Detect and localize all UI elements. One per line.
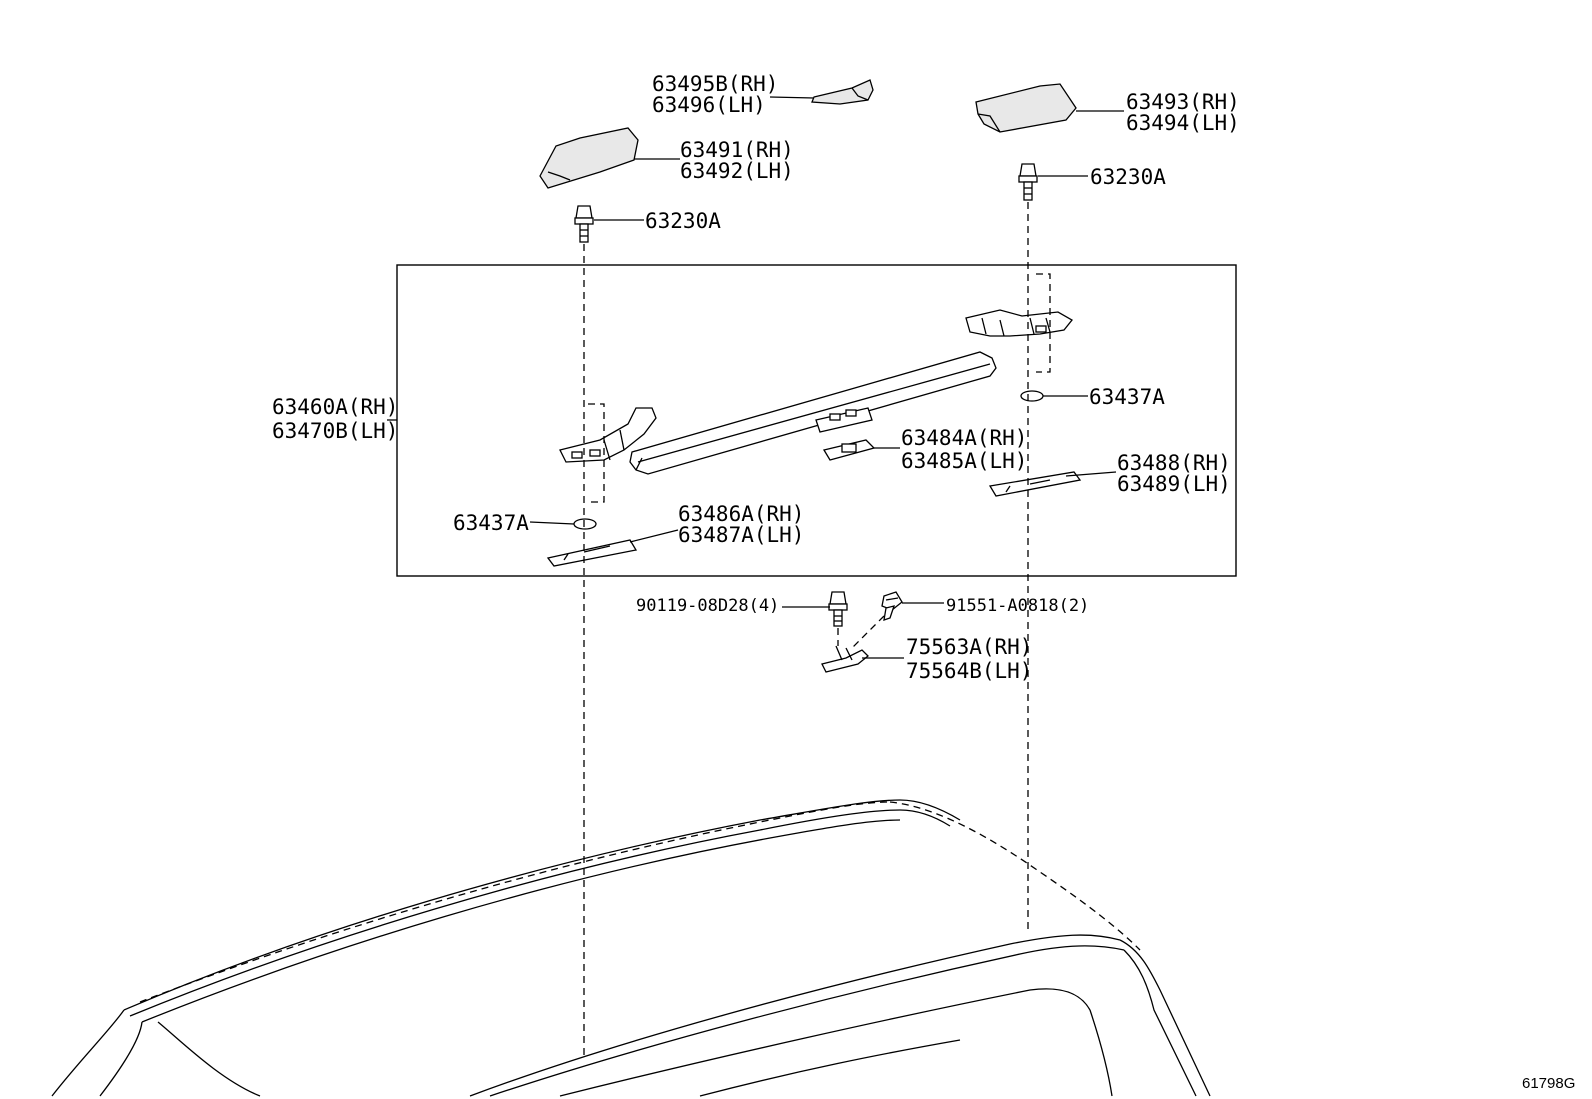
part-63486a-pad [546, 539, 638, 567]
part-63488-pad [988, 471, 1082, 497]
label-63495b: 63495B(RH) [652, 72, 778, 96]
screw-91551 [881, 591, 903, 621]
washer-63437a-right [1020, 390, 1044, 402]
leader-63486a [629, 529, 679, 543]
label-63230a-right: 63230A [1090, 165, 1166, 189]
leader-63488 [1065, 471, 1117, 477]
label-63496: 63496(LH) [652, 93, 766, 117]
part-rail-clip [815, 407, 873, 433]
part-63491-end-cover [539, 127, 639, 189]
diagram-reference-code: 61798G [1522, 1075, 1575, 1092]
washer-63437a-left [573, 518, 597, 530]
label-63489: 63489(LH) [1117, 472, 1231, 496]
bolt-63230a-left [574, 205, 594, 243]
label-90119: 90119-08D28(4) [636, 596, 779, 616]
label-63230a-left: 63230A [645, 209, 721, 233]
label-63487a: 63487A(LH) [678, 523, 804, 547]
label-63437a-right: 63437A [1089, 385, 1165, 409]
label-75563a: 75563A(RH) [906, 635, 1032, 659]
screw-91551-axis [851, 615, 885, 649]
leader-63437a-left [529, 521, 575, 525]
label-63484a: 63484A(RH) [901, 426, 1027, 450]
part-bracket-right [965, 309, 1073, 337]
vehicle-roof-outline [51, 799, 1211, 1097]
label-63460a: 63460A(RH) [272, 395, 398, 419]
label-63437a-left: 63437A [453, 511, 529, 535]
label-91551: 91551-A0818(2) [946, 596, 1089, 616]
label-63470b: 63470B(LH) [272, 419, 398, 443]
bolt-63230a-right [1018, 163, 1038, 201]
part-63493-end-cover [975, 83, 1077, 133]
bracket-right-outline [1036, 273, 1051, 373]
bolt-90119 [828, 591, 848, 627]
label-63494: 63494(LH) [1126, 111, 1240, 135]
label-63485a: 63485A(LH) [901, 449, 1027, 473]
bracket-left-outline [588, 403, 605, 503]
label-63486a: 63486A(RH) [678, 502, 804, 526]
label-63493: 63493(RH) [1126, 90, 1240, 114]
label-63491: 63491(RH) [680, 138, 794, 162]
part-63495b-cover [811, 79, 874, 105]
part-75563a-bracket [821, 645, 869, 673]
label-75564b: 75564B(LH) [906, 659, 1032, 683]
leader-63495b [769, 96, 815, 99]
part-63484a-pad [822, 439, 876, 461]
part-roof-rail [629, 351, 997, 475]
label-63488: 63488(RH) [1117, 451, 1231, 475]
label-63492: 63492(LH) [680, 159, 794, 183]
